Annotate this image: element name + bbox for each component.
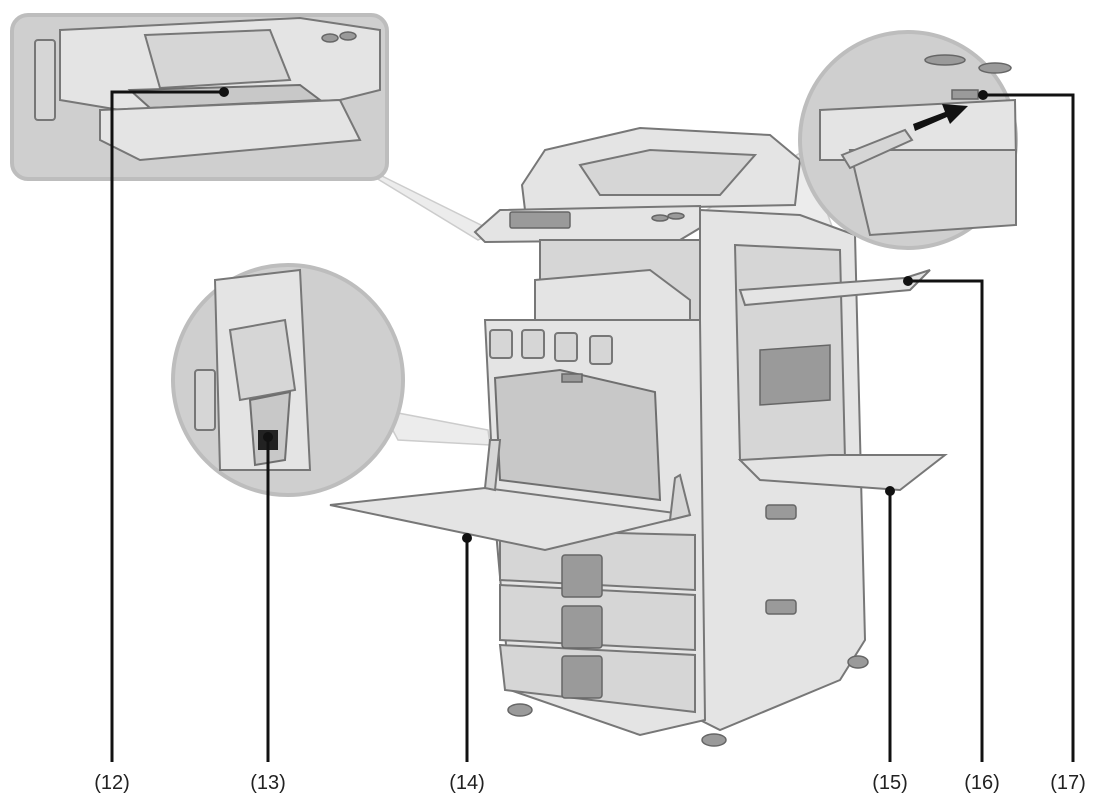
leader-17: [985, 93, 1075, 762]
cartridge-lever: [248, 390, 292, 467]
inset-usb: [798, 30, 1018, 250]
leader-lines: [110, 87, 1075, 762]
insert-arrow-icon: [913, 104, 968, 131]
inset-cartridge: [171, 263, 405, 497]
callout-label-14: (14): [449, 772, 485, 794]
touch-panel: [143, 28, 292, 90]
callout-label-15: (15): [872, 772, 908, 794]
toner-cartridge-2: [521, 329, 545, 359]
copier-machine: [329, 126, 948, 747]
callout-label-13: (13): [250, 772, 286, 794]
bypass-tray: [737, 454, 948, 492]
callout-label-16: (16): [964, 772, 1000, 794]
callout-label-12: (12): [94, 772, 130, 794]
toner-cartridge-4: [589, 335, 613, 365]
usb-port: [951, 89, 979, 100]
toner-cartridge-3: [554, 332, 578, 362]
operation-panel: [473, 204, 701, 244]
toner-cartridge-1: [489, 329, 513, 359]
callout-label-17: (17): [1050, 772, 1086, 794]
usb-memory: [840, 128, 914, 170]
leader-12: [110, 90, 222, 762]
inset-keyboard: [10, 13, 389, 181]
leader-16: [908, 279, 984, 762]
toner-collection-container: [493, 368, 662, 502]
